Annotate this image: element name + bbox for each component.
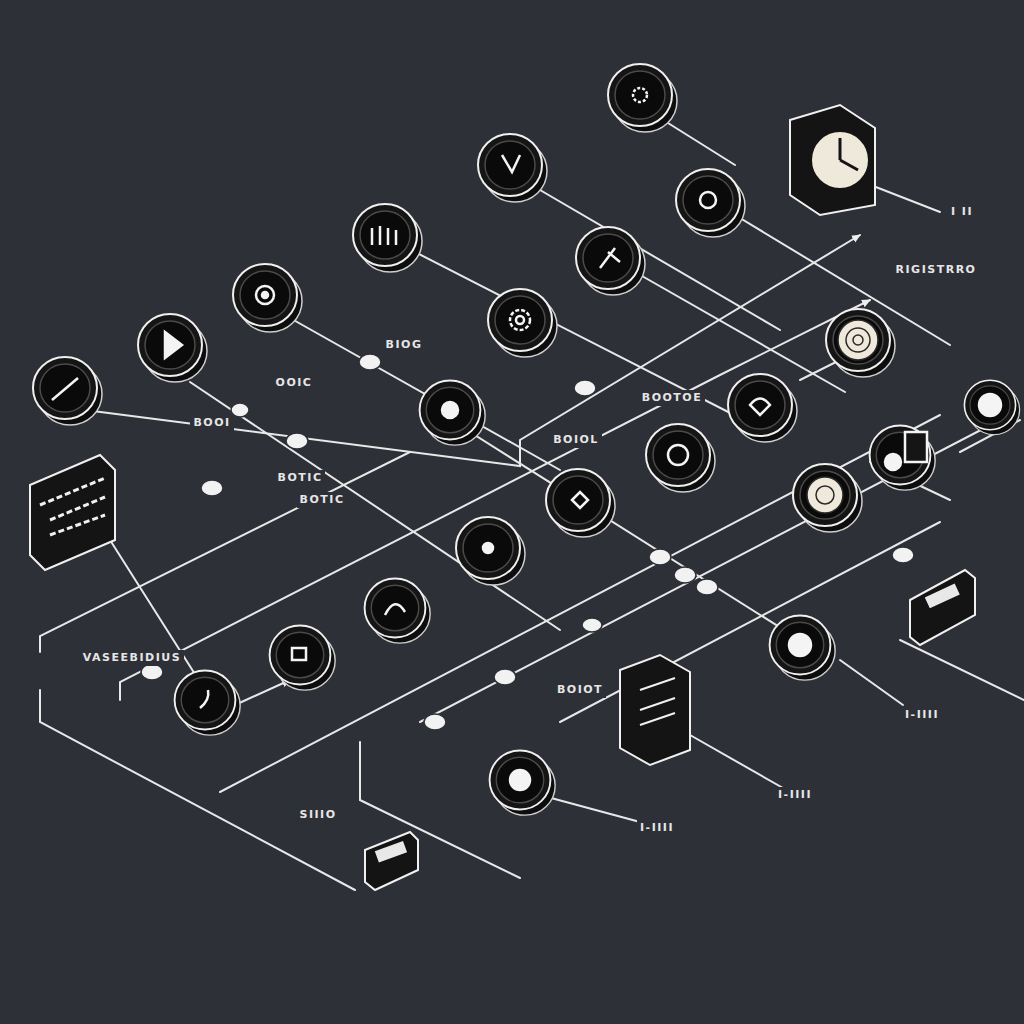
diagram-label: OOIC xyxy=(273,375,316,390)
diagram-label: BOIOT xyxy=(554,682,606,697)
diagram-label: BOIOL xyxy=(550,432,602,447)
diagram-label: I-IIII xyxy=(775,787,815,802)
diagram-label: BIOG xyxy=(383,337,426,352)
diagram-label: BOOTOE xyxy=(639,390,705,405)
diagram-label: RIGISTRRO xyxy=(893,262,980,277)
diagram-label: VASEEBIDIUS xyxy=(80,650,184,665)
diagram-label: I-IIII xyxy=(902,707,942,722)
diagram-label: BOTIC xyxy=(297,492,348,507)
diagram-label: I-IIII xyxy=(637,820,677,835)
diagram-label: SIIIO xyxy=(296,807,339,822)
diagram-label: BOOI xyxy=(190,415,233,430)
diagram-label: I II xyxy=(948,204,976,219)
diagram-label: BOTIC xyxy=(275,470,326,485)
